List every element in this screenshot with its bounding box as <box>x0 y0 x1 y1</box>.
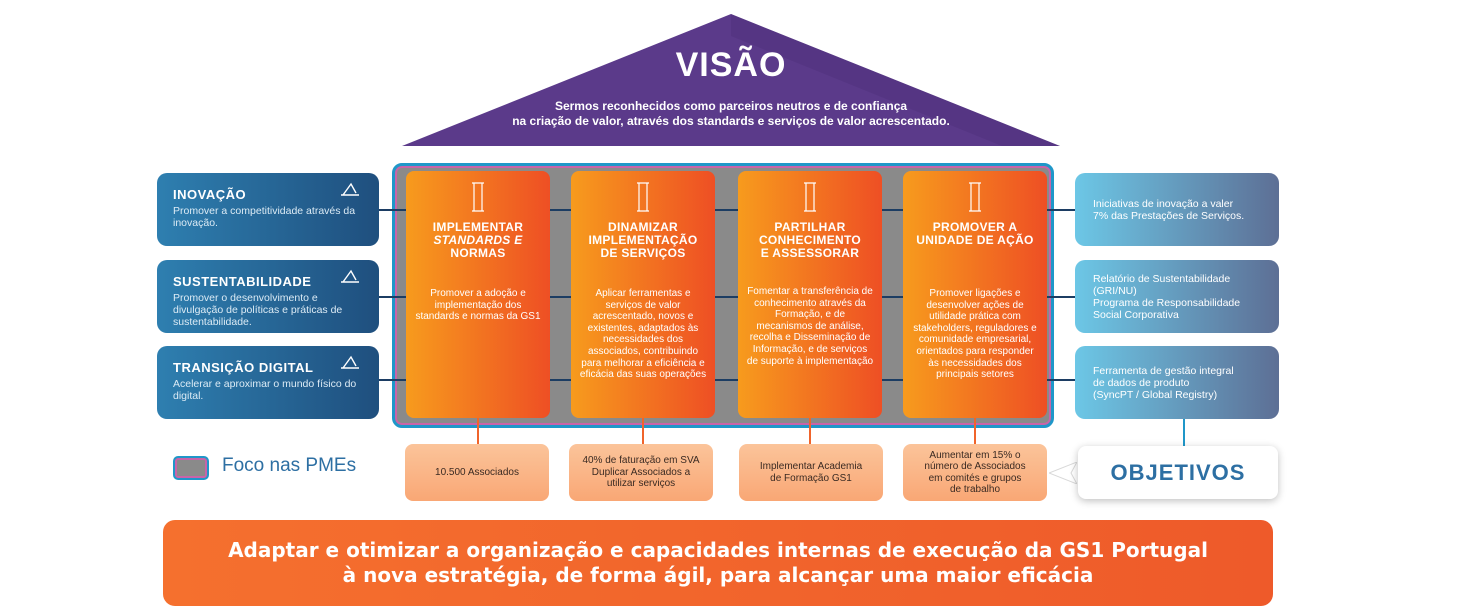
pillar-implementar-standards: IMPLEMENTAR STANDARDS E NORMAS Promover … <box>406 171 550 418</box>
left-item-desc: Acelerar e aproximar o mundo físico do d… <box>173 378 357 402</box>
objective-line: de Formação GS1 <box>770 472 852 484</box>
objective-line: de trabalho <box>949 484 1001 495</box>
left-item-title: TRANSIÇÃO DIGITAL <box>173 360 314 375</box>
objective-line: 10.500 Associados <box>435 466 519 478</box>
pillar-title-line: PARTILHAR <box>774 220 846 234</box>
objective-box-3: Implementar Academia de Formação GS1 <box>739 444 883 501</box>
connector-row-2 <box>378 296 1076 298</box>
pillar-desc: Promover a adoção e implementação dos st… <box>415 288 541 323</box>
pillar-title-line: IMPLEMENTAR <box>432 220 524 234</box>
right-item-1: Iniciativas de inovação a valer 7% das P… <box>1075 173 1279 246</box>
right-item-line: de dados de produto <box>1093 376 1190 389</box>
strategy-banner: Adaptar e otimizar a organização e capac… <box>163 520 1273 606</box>
left-item-sustentabilidade: SUSTENTABILIDADE Promover o desenvolvime… <box>157 260 379 333</box>
right-item-line: Iniciativas de inovação a valer <box>1093 197 1234 210</box>
pillar-title: DINAMIZAR IMPLEMENTAÇÃO DE SERVIÇOS <box>577 221 709 260</box>
pillar-column-icon <box>804 182 816 212</box>
right-item-line: 7% das Prestações de Serviços. <box>1093 209 1245 222</box>
sextant-icon <box>341 269 359 283</box>
left-item-desc: Promover o desenvolvimento e divulgação … <box>173 292 343 328</box>
pillar-column-icon <box>969 182 981 212</box>
right-item-line: (GRI/NU) <box>1093 284 1137 297</box>
banner-line-2: à nova estratégia, de forma ágil, para a… <box>342 563 1094 587</box>
objective-line: Implementar Academia <box>759 461 863 472</box>
connector-row-3 <box>378 379 1076 381</box>
legend-label: Foco nas PMEs <box>222 455 357 476</box>
right-item-line: Ferramenta de gestão integral <box>1093 364 1234 377</box>
pillar-column-icon <box>637 182 649 212</box>
objective-line: Aumentar em 15% o <box>929 449 1021 461</box>
pillar-title-line: IMPLEMENTAÇÃO <box>588 233 698 247</box>
connector-objetivos <box>1183 419 1185 446</box>
vision-roof <box>402 14 1060 146</box>
connector-objective-4 <box>974 418 976 444</box>
objective-line: 40% de faturação em SVA <box>582 455 700 467</box>
sextant-icon <box>341 355 359 369</box>
vision-text: Sermos reconhecidos como parceiros neutr… <box>470 99 992 129</box>
pillar-title-line: UNIDADE DE AÇÃO <box>916 233 1034 247</box>
pillar-title-line: CONHECIMENTO <box>758 233 862 247</box>
arrow-to-objetivos <box>1049 462 1077 484</box>
pillar-desc: Promover ligações e desenvolver ações de… <box>913 288 1037 381</box>
left-item-desc: Promover a competitividade através da in… <box>173 205 356 229</box>
vision-text-line-2: na criação de valor, através dos standar… <box>512 114 950 128</box>
pillar-title: PROMOVER A UNIDADE DE AÇÃO <box>909 221 1041 247</box>
pillar-desc: Aplicar ferramentas e serviços de valor … <box>579 288 707 381</box>
objective-line: em comités e grupos <box>928 472 1022 484</box>
left-item-title: SUSTENTABILIDADE <box>173 274 312 289</box>
pillar-title-line: E ASSESSORAR <box>760 246 860 260</box>
pillar-desc: Fomentar a transferência de conhecimento… <box>746 286 874 367</box>
objective-line: utilizar serviços <box>606 478 676 490</box>
pillar-title-line: PROMOVER A <box>932 220 1018 234</box>
pillar-partilhar-conhecimento: PARTILHAR CONHECIMENTO E ASSESSORAR Fome… <box>738 171 882 418</box>
left-item-transicao-digital: TRANSIÇÃO DIGITAL Acelerar e aproximar o… <box>157 346 379 419</box>
legend-swatch <box>173 456 209 480</box>
right-item-2: Relatório de Sustentabilidade (GRI/NU) P… <box>1075 260 1279 333</box>
objective-line: número de Associados <box>924 461 1026 472</box>
right-item-line: Relatório de Sustentabilidade <box>1093 272 1231 285</box>
objective-box-1: 10.500 Associados <box>405 444 549 501</box>
pillar-column-icon <box>472 182 484 212</box>
pillar-title-line: DE SERVIÇOS <box>600 246 686 260</box>
right-item-line: Programa de Responsabilidade <box>1093 296 1241 309</box>
banner-line-1: Adaptar e otimizar a organização e capac… <box>228 538 1208 562</box>
connector-row-1 <box>378 209 1076 211</box>
left-item-title: INOVAÇÃO <box>173 187 247 202</box>
pillar-title-line: DINAMIZAR <box>607 220 679 234</box>
objetivos-label: OBJETIVOS <box>1078 446 1278 499</box>
pillar-dinamizar-servicos: DINAMIZAR IMPLEMENTAÇÃO DE SERVIÇOS Apli… <box>571 171 715 418</box>
right-item-3: Ferramenta de gestão integral de dados d… <box>1075 346 1279 419</box>
right-item-line: Social Corporativa <box>1093 308 1179 321</box>
vision-text-line-1: Sermos reconhecidos como parceiros neutr… <box>554 99 908 113</box>
pillar-title-line: STANDARDS E <box>433 233 523 247</box>
pillar-title-line: NORMAS <box>450 246 506 260</box>
connector-objective-2 <box>642 418 644 444</box>
objective-box-4: Aumentar em 15% o número de Associados e… <box>903 444 1047 501</box>
objective-line: Duplicar Associados a <box>591 466 691 478</box>
pillar-title: IMPLEMENTAR STANDARDS E NORMAS <box>412 221 544 260</box>
connector-objective-1 <box>477 418 479 444</box>
connector-objective-3 <box>809 418 811 444</box>
vision-title: VISÃO <box>675 46 787 84</box>
sextant-icon <box>341 182 359 196</box>
pillar-title: PARTILHAR CONHECIMENTO E ASSESSORAR <box>744 221 876 260</box>
right-item-line: (SyncPT / Global Registry) <box>1093 388 1218 401</box>
objective-box-2: 40% de faturação em SVA Duplicar Associa… <box>569 444 713 501</box>
pillar-promover-unidade: PROMOVER A UNIDADE DE AÇÃO Promover liga… <box>903 171 1047 418</box>
left-item-inovacao: INOVAÇÃO Promover a competitividade atra… <box>157 173 379 246</box>
